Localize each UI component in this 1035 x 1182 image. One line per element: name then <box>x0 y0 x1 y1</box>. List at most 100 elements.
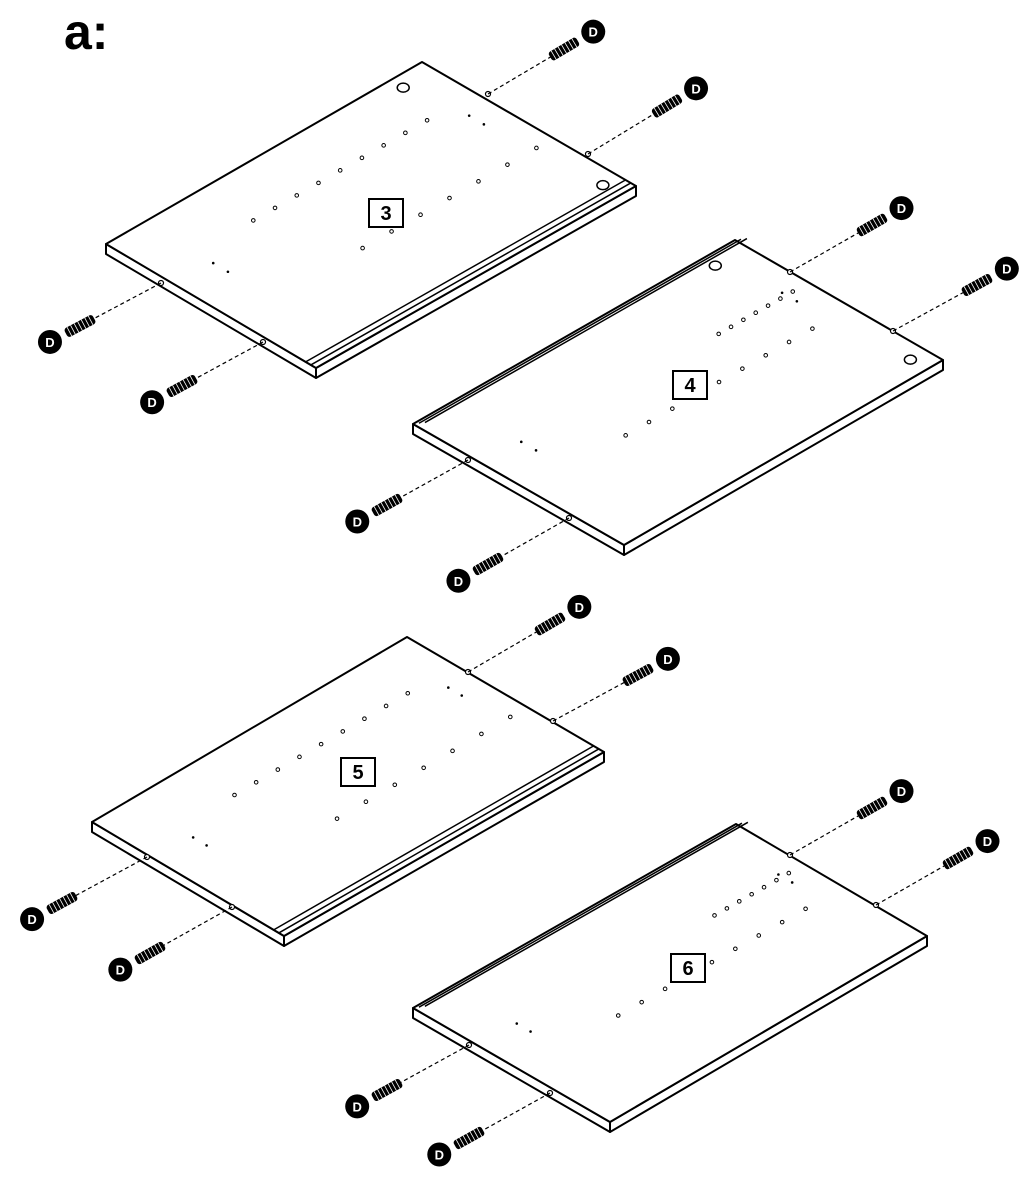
dowel-ridge <box>387 1083 394 1093</box>
dowel-ridge <box>984 274 991 284</box>
shelf-pin-hole <box>763 353 769 358</box>
dowel-ridge <box>495 553 502 563</box>
shelf-pin-hole <box>272 205 278 211</box>
pilot-hole <box>191 836 195 839</box>
panel-groove <box>424 821 749 1007</box>
dowel-ridge <box>168 387 175 397</box>
dowel-ridge <box>373 1091 380 1101</box>
dowel-ridge <box>136 954 143 964</box>
dowel-icon <box>942 846 974 870</box>
shelf-pin-hole <box>253 779 259 785</box>
dowel-ridge <box>179 381 185 391</box>
shelf-pin-hole <box>615 1013 621 1018</box>
dowel-ridge <box>965 847 972 857</box>
shelf-pin-hole <box>424 118 430 123</box>
dowel-ridge <box>48 904 55 914</box>
dowel-4-2: D <box>889 256 1019 335</box>
dowel-ridge <box>657 105 664 115</box>
panel-number: 3 <box>380 203 391 225</box>
dowel-label: D <box>589 25 598 40</box>
dowel-ridge <box>73 323 80 333</box>
cam-hole <box>903 354 918 365</box>
dowel-icon <box>651 94 683 118</box>
pilot-hole <box>460 694 464 697</box>
shelf-pin-hole <box>810 326 815 331</box>
dowel-ridge <box>561 44 567 54</box>
pilot-hole <box>447 686 450 689</box>
dowel-callout <box>20 907 45 932</box>
panel-number-box <box>340 757 376 787</box>
dowel-callout <box>345 1094 370 1119</box>
panel-number: 5 <box>352 762 363 784</box>
dowel-ridge <box>557 46 564 56</box>
shelf-pin-hole <box>507 714 513 720</box>
panel-groove <box>278 748 600 934</box>
shelf-pin-hole <box>362 716 367 721</box>
dowel-ridge <box>858 809 865 819</box>
shelf-pin-hole <box>534 145 539 151</box>
dowel-label: D <box>116 963 125 978</box>
dowel-ridge <box>564 42 571 52</box>
panel-number-box <box>368 198 404 228</box>
dowel-ridge <box>140 952 146 962</box>
dowel-ridge <box>670 97 677 107</box>
cam-hole <box>396 82 410 93</box>
shelf-pin-hole <box>318 741 324 747</box>
dowel-ridge <box>862 807 868 817</box>
dowel-3-1: D <box>484 19 606 98</box>
shelf-pin-hole <box>786 870 792 876</box>
dowel-ridge <box>963 286 970 296</box>
dowel-ridge <box>638 668 645 678</box>
shelf-pin-hole <box>779 919 785 925</box>
shelf-pin-hole <box>232 792 237 798</box>
panel-groove <box>418 238 742 424</box>
dowel-label: D <box>983 834 992 849</box>
dowel-ridge <box>380 1087 387 1097</box>
pilot-hole <box>515 1022 519 1025</box>
dowel-label: D <box>897 784 906 799</box>
pilot-hole <box>777 873 780 876</box>
dowel-ridge <box>550 50 557 60</box>
shelf-pin-hole <box>774 877 779 883</box>
dowel-callout <box>889 779 914 804</box>
dowel-ridge <box>554 615 560 625</box>
pilot-hole <box>226 270 230 274</box>
guide-line <box>61 856 148 904</box>
dowel-ridge <box>642 666 648 676</box>
dowel-ridge <box>970 282 977 292</box>
shelf-pin-hole <box>450 748 455 754</box>
dowel-ridge <box>547 619 553 629</box>
guide-line <box>79 282 162 327</box>
dowel-ridge <box>462 1135 469 1145</box>
shelf-pin-hole <box>724 906 730 911</box>
dowel-callout <box>684 76 709 101</box>
dowel-callout <box>446 568 471 593</box>
dowel-ridge <box>70 325 76 335</box>
shelf-pin-hole <box>753 310 759 316</box>
dowel-icon <box>453 1126 485 1150</box>
dowel-ridge <box>865 222 872 232</box>
panel-3: 3 <box>105 61 637 379</box>
dowel-ridge <box>69 892 76 902</box>
dowel-label: D <box>352 1099 361 1114</box>
shelf-pin-hole <box>756 933 762 938</box>
dowel-ridge <box>172 385 178 395</box>
dowel-callout <box>655 646 680 671</box>
dowel-ridge <box>977 278 984 288</box>
dowel-ridge <box>377 1089 383 1099</box>
dowel-callout <box>975 829 1000 854</box>
dowel-ridge <box>391 496 397 506</box>
panel-groove <box>310 182 632 366</box>
dowel-ridge <box>944 859 951 869</box>
dowel-ridge <box>674 95 681 105</box>
shelf-pin-hole <box>383 703 389 709</box>
dowel-label: D <box>1002 262 1011 277</box>
pilot-hole <box>790 881 794 884</box>
dowel-ridge <box>391 1081 397 1091</box>
dowel-ridge <box>536 625 543 635</box>
shelf-pin-hole <box>392 782 398 788</box>
dowel-ridge <box>387 498 394 508</box>
dowel-ridge <box>862 224 868 234</box>
dowel-ridge <box>981 276 987 286</box>
